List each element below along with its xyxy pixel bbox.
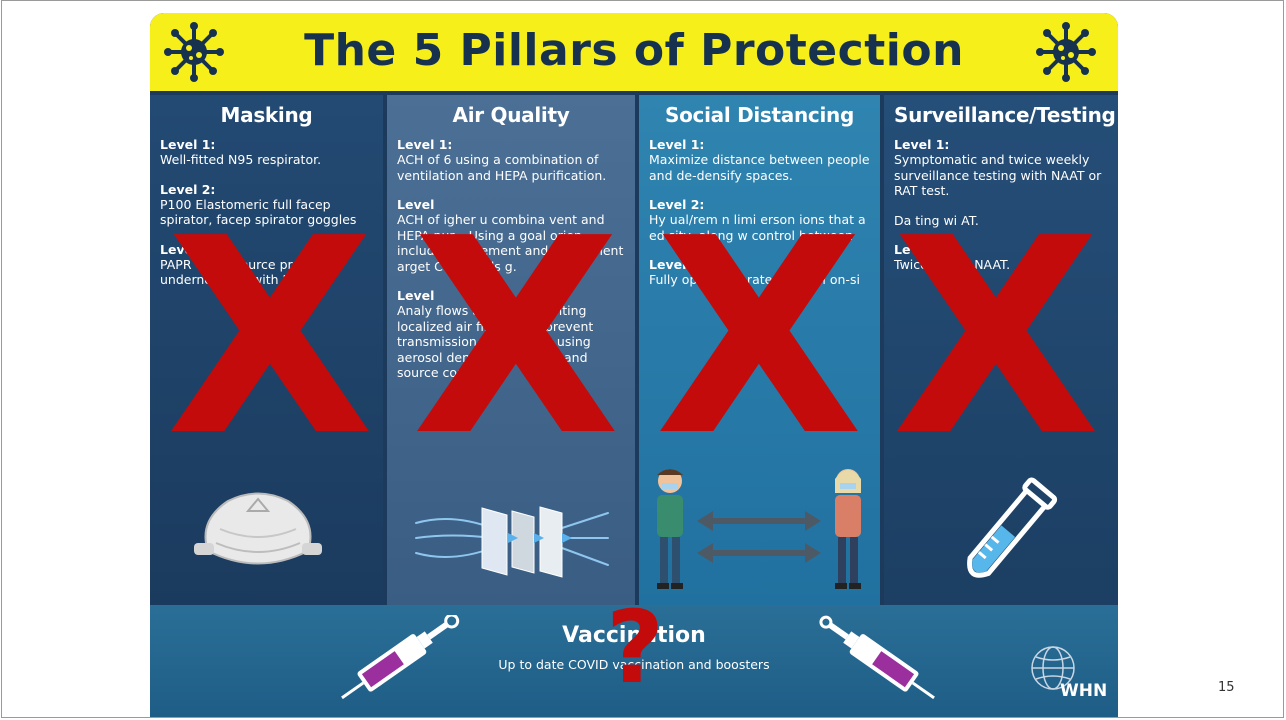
page-number: 15 <box>1218 680 1235 695</box>
level-text: Symptomatic and twice weekly surveillanc… <box>894 152 1102 198</box>
logo-text: WHN <box>1060 681 1108 701</box>
virus-icon <box>1036 22 1096 82</box>
level-title: Level 1: <box>894 137 950 152</box>
level-title: Level 1: <box>649 137 705 152</box>
level-title: Level 1: <box>397 137 453 152</box>
level-text: Analy flows and implementing localized a… <box>397 303 594 380</box>
vaccination-title: Vaccination <box>562 623 706 648</box>
pillar-heading: Masking <box>220 103 313 127</box>
level-text: Hy ual/rem n limi erson ions that a ed s… <box>649 212 866 243</box>
level-title: Level <box>397 288 435 303</box>
level-title: Level 3: <box>160 241 216 257</box>
level-title: Level 2: <box>160 181 216 197</box>
level-title: Level <box>397 197 435 212</box>
vaccination-text: Up to date COVID vaccination and booster… <box>498 657 770 672</box>
level-text: Fully op s and arate i sp r all on-si <box>649 272 860 287</box>
level-title: Level 3 <box>649 257 700 272</box>
level-text: ACH of igher u combina vent and HEPA pur… <box>397 212 624 274</box>
pillar-heading: Social Distancing <box>665 103 854 127</box>
level-text: Well-fitted N95 respirator. <box>160 152 322 167</box>
pillar-heading: Air Quality <box>452 103 570 127</box>
poster: The 5 Pillars of Protection Masking Leve… <box>150 13 1118 717</box>
syringe-icon <box>819 615 935 700</box>
level-title: Leve <box>894 242 928 257</box>
title-banner: The 5 Pillars of Protection <box>150 13 1118 91</box>
level-title: Level 1: <box>160 137 216 152</box>
pillar-heading: Surveillance/Testing <box>894 103 1116 127</box>
level-text: P100 Elastomeric full facep spirator, fa… <box>160 196 357 228</box>
level-text: PAPR comb source protection underne g. P… <box>160 256 344 288</box>
question-mark: ? <box>606 589 665 706</box>
level-text: Twice g with NAAT. <box>894 257 1011 272</box>
pillar-masking: Masking Level 1: Well-fitted N95 respira… <box>150 95 383 605</box>
air-filter-icon <box>415 506 609 578</box>
page-title: The 5 Pillars of Protection <box>304 25 964 76</box>
level-text: ACH of 6 using a combination of ventilat… <box>397 152 607 183</box>
virus-icon <box>164 22 224 82</box>
level-text: Maximize distance between people and de-… <box>649 152 870 183</box>
mask-icon <box>194 492 322 565</box>
globe-icon <box>1031 646 1075 690</box>
syringe-icon <box>341 615 460 700</box>
vaccination-band <box>150 605 1118 717</box>
level-title: Level 2: <box>649 197 705 212</box>
people-distance-icon <box>657 469 861 589</box>
level-text: Da ting wi AT. <box>894 212 979 228</box>
test-tube-icon <box>967 477 1058 578</box>
